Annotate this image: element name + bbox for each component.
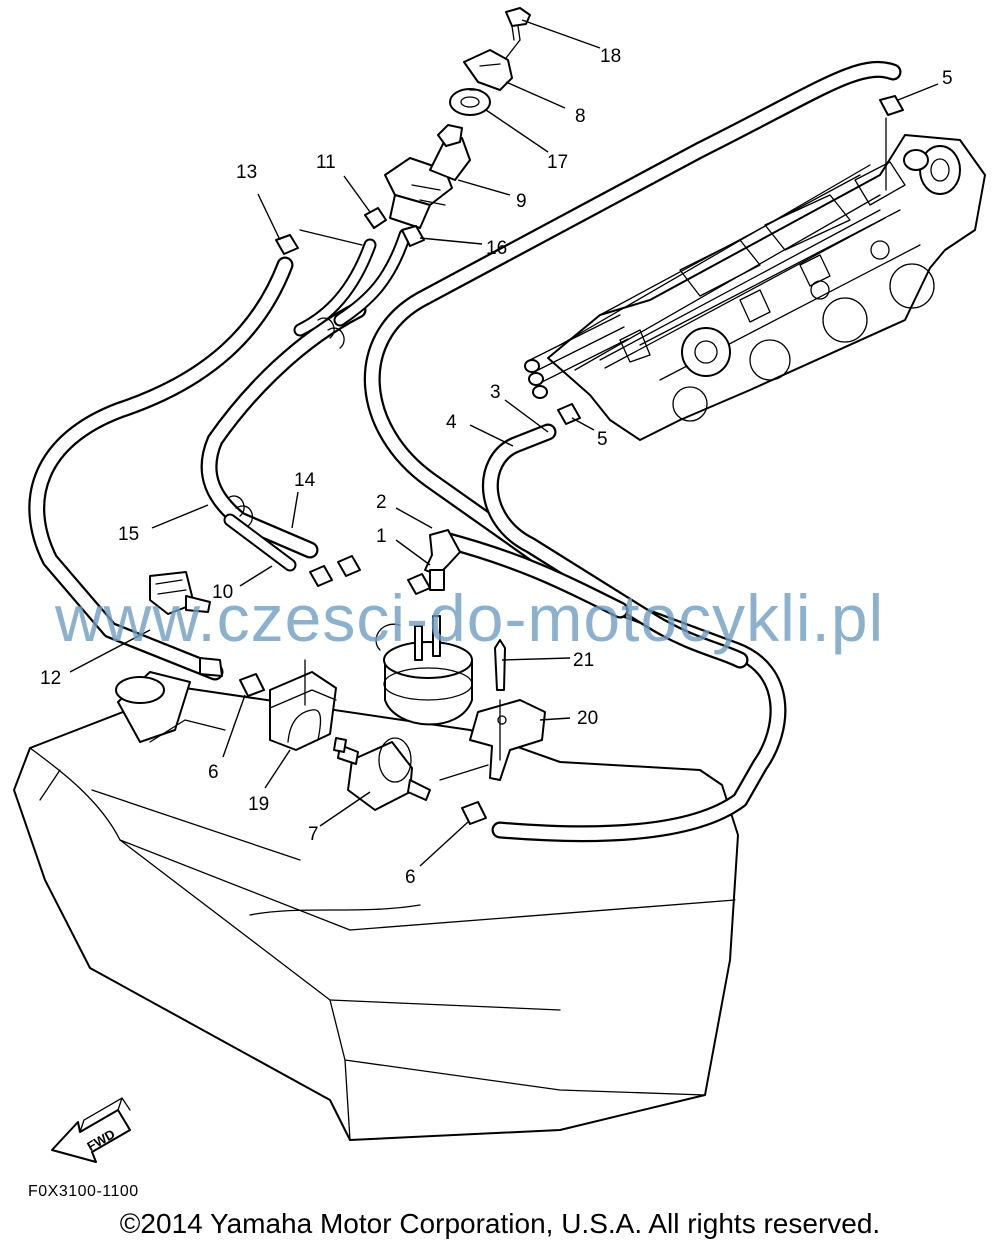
assembly-lines [299,39,887,781]
copyright-notice: ©2014 Yamaha Motor Corporation, U.S.A. A… [119,1208,881,1239]
fuel-filter-part-7 [333,737,431,811]
clamp-part-5a [879,95,904,116]
cap-part-8 [463,49,513,91]
callout-labels: 18 8 17 9 16 11 13 5 3 4 5 14 15 2 1 10 … [40,46,953,888]
washer-part-17 [449,88,491,116]
callout-5-mid: 5 [597,429,608,450]
callout-12: 12 [40,668,61,689]
cap-parts [449,7,531,116]
screw-part-18 [505,7,531,27]
callout-17: 17 [547,152,568,173]
callout-19: 19 [248,794,269,815]
callout-9: 9 [516,191,527,212]
clamp-part-13 [275,234,299,255]
hose-clamps [239,95,904,825]
callout-10: 10 [212,582,233,603]
callout-18: 18 [600,46,621,67]
fuel-pump-module [375,615,473,726]
callout-13: 13 [236,162,257,183]
leader-lines [69,19,939,867]
callout-11: 11 [316,152,336,173]
callout-16: 16 [486,238,507,259]
diagram-code: F0X3100-1100 [28,1183,139,1200]
elbow-fitting [424,529,461,591]
callout-6-left: 6 [208,762,219,783]
pump-connector-part-9 [384,124,471,229]
callout-21: 21 [573,650,594,671]
callout-14: 14 [294,470,316,491]
bracket-part-20 [469,639,546,781]
clamp-part-16 [401,225,425,247]
engine-throttle-body [524,134,986,441]
clamp-part-6a [239,673,265,697]
callout-5-top: 5 [942,68,953,89]
bolt-part-21 [494,639,506,691]
clamp-part-11 [364,207,387,229]
callout-2: 2 [376,492,387,513]
callout-8: 8 [575,106,586,127]
callout-15: 15 [118,524,139,545]
callout-7: 7 [308,824,319,845]
fuel-tank [13,671,739,1141]
fuel-hoses [28,60,902,843]
holder-part-19 [269,671,337,751]
callout-4: 4 [446,412,457,433]
callout-20: 20 [577,708,598,729]
clamp-part-6b [461,801,487,825]
watermark: www.czesci-do-motocykli.pl [55,581,885,655]
callout-1: 1 [376,526,387,547]
callout-3: 3 [490,382,501,403]
callout-6-bottom: 6 [405,867,416,888]
fwd-arrow: FWD [51,1097,131,1163]
wire-connector [149,571,223,677]
